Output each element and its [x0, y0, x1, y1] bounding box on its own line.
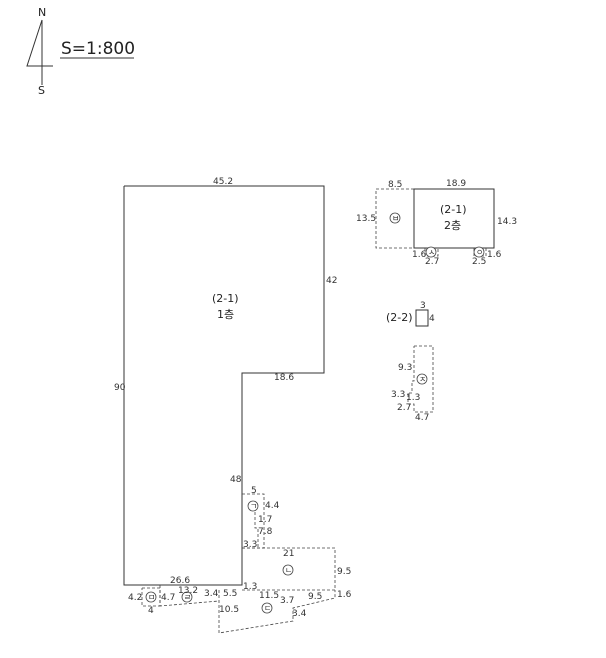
dim-n-left-small: 1.3 [243, 582, 257, 592]
dim-g-bottom: 3.3 [243, 540, 257, 550]
building-2-2: (2-2) 3 4 [386, 301, 435, 327]
north-label: N [38, 6, 46, 19]
dim-main-bottom: 26.6 [170, 576, 190, 586]
dim-d-bottom-right: 3.4 [292, 609, 307, 619]
dim-b22-right: 4 [429, 314, 435, 324]
dim-m-bottom: 4 [148, 606, 154, 616]
marker-digeut-icon [261, 602, 273, 614]
annex-mieum: ㅁ 4.2 4.7 4 [128, 587, 175, 616]
marker-ieung: ㅇ [476, 248, 483, 257]
annex-outline [141, 587, 161, 607]
building-id-label: (2-2) [386, 311, 413, 324]
dim-top-o-a: 2.5 [472, 257, 486, 267]
marker-ieung-icon [473, 246, 485, 258]
building-id-label: (2-1) [212, 292, 239, 305]
dim-n-right-small: 1.6 [337, 590, 352, 600]
annex-siot-outline [424, 248, 439, 257]
dim-main-left: 90 [114, 383, 126, 393]
dim-b22-top: 3 [420, 301, 426, 311]
annex-outline [407, 345, 434, 413]
dim-g-right: 4.4 [265, 501, 280, 511]
annex-digeut: ㄷ 5.5 11.5 3.7 9.5 10.5 3.4 [218, 589, 336, 634]
dim-n-right: 9.5 [337, 567, 351, 577]
annex-nieun: ㄴ 21 9.5 1.3 1.6 [242, 547, 352, 600]
dim-top-b-left: 13.5 [356, 214, 376, 224]
marker-mieum: ㅁ [148, 593, 155, 602]
marker-bieup-icon [389, 212, 401, 224]
dim-r-b: 3.4 [204, 589, 219, 599]
marker-siot-icon [425, 246, 437, 258]
marker-digeut: ㄷ [264, 604, 271, 613]
marker-rieul-icon [181, 591, 193, 603]
dim-j-a: 9.3 [398, 363, 412, 373]
annex-giyeok: ㄱ 5 4.4 1.7 7.8 3.3 [242, 486, 280, 550]
dim-top-s-b: 2.7 [425, 257, 439, 267]
dim-j-b: 3.3 [391, 390, 405, 400]
marker-giyeok-icon [247, 500, 259, 512]
marker-nieun-icon [282, 564, 294, 576]
annex-bieup-outline [375, 188, 414, 249]
dim-d-c: 3.7 [280, 596, 294, 606]
marker-bieup: ㅂ [392, 214, 399, 223]
building-outline [413, 188, 495, 249]
dim-main-top: 45.2 [213, 177, 233, 187]
dim-top-main-top: 18.9 [446, 179, 466, 189]
building-floor-label: 2층 [444, 219, 461, 232]
building-outline [415, 309, 429, 327]
dim-g-top: 5 [251, 486, 257, 496]
dim-g-inner-a: 1.7 [258, 515, 272, 525]
annex-jieut: ㅈ 9.3 3.3 1.3 2.7 4.7 [391, 345, 434, 423]
south-label: S [38, 84, 45, 97]
dim-top-s-a: 1.6 [412, 250, 427, 260]
marker-rieul: ㄹ [184, 593, 191, 602]
marker-mieum-icon [145, 591, 157, 603]
dim-n-top: 21 [283, 549, 294, 559]
marker-nieun: ㄴ [285, 566, 292, 575]
dim-m-left: 4.2 [128, 593, 142, 603]
marker-giyeok: ㄱ [250, 502, 257, 511]
dim-main-right-lower: 48 [230, 475, 242, 485]
dim-d-d: 9.5 [308, 592, 322, 602]
scale: S=1:800 [60, 39, 135, 59]
building-2-1-floor-1: (2-1) 1층 45.2 90 42 18.6 48 26.6 [114, 177, 337, 586]
building-outline [123, 185, 325, 586]
dim-d-bottom-left: 10.5 [219, 605, 239, 615]
building-id-label: (2-1) [440, 203, 467, 216]
dim-top-b-top: 8.5 [388, 180, 402, 190]
dim-r-a: 13.2 [178, 586, 198, 596]
dim-j-e: 4.7 [415, 413, 429, 423]
north-arrow-icon [26, 19, 43, 67]
annex-outline [218, 590, 336, 634]
scale-label: S=1:800 [61, 39, 135, 59]
marker-jieut-icon [416, 373, 428, 385]
building-floor-label: 1층 [217, 308, 234, 321]
marker-jieut: ㅈ [419, 375, 426, 384]
building-2-1-floor-2: (2-1) 2층 ㅂ 8.5 13.5 18.9 14.3 ㅅ 1.6 2.7 … [356, 179, 517, 267]
dim-g-inner-b: 7.8 [258, 527, 273, 537]
dim-j-c: 1.3 [406, 393, 420, 403]
annex-inner-step [254, 512, 259, 548]
dim-main-right-upper: 42 [326, 276, 337, 286]
dim-top-o-b: 1.6 [487, 250, 502, 260]
marker-siot: ㅅ [428, 248, 435, 257]
dim-main-step: 18.6 [274, 373, 294, 383]
annex-outline [242, 547, 336, 591]
dim-m-right: 4.7 [161, 593, 175, 603]
compass: N S [26, 6, 53, 97]
dim-top-main-right: 14.3 [497, 217, 517, 227]
dim-d-b: 11.5 [259, 591, 279, 601]
dim-d-a: 5.5 [223, 589, 237, 599]
dim-j-d: 2.7 [397, 403, 411, 413]
